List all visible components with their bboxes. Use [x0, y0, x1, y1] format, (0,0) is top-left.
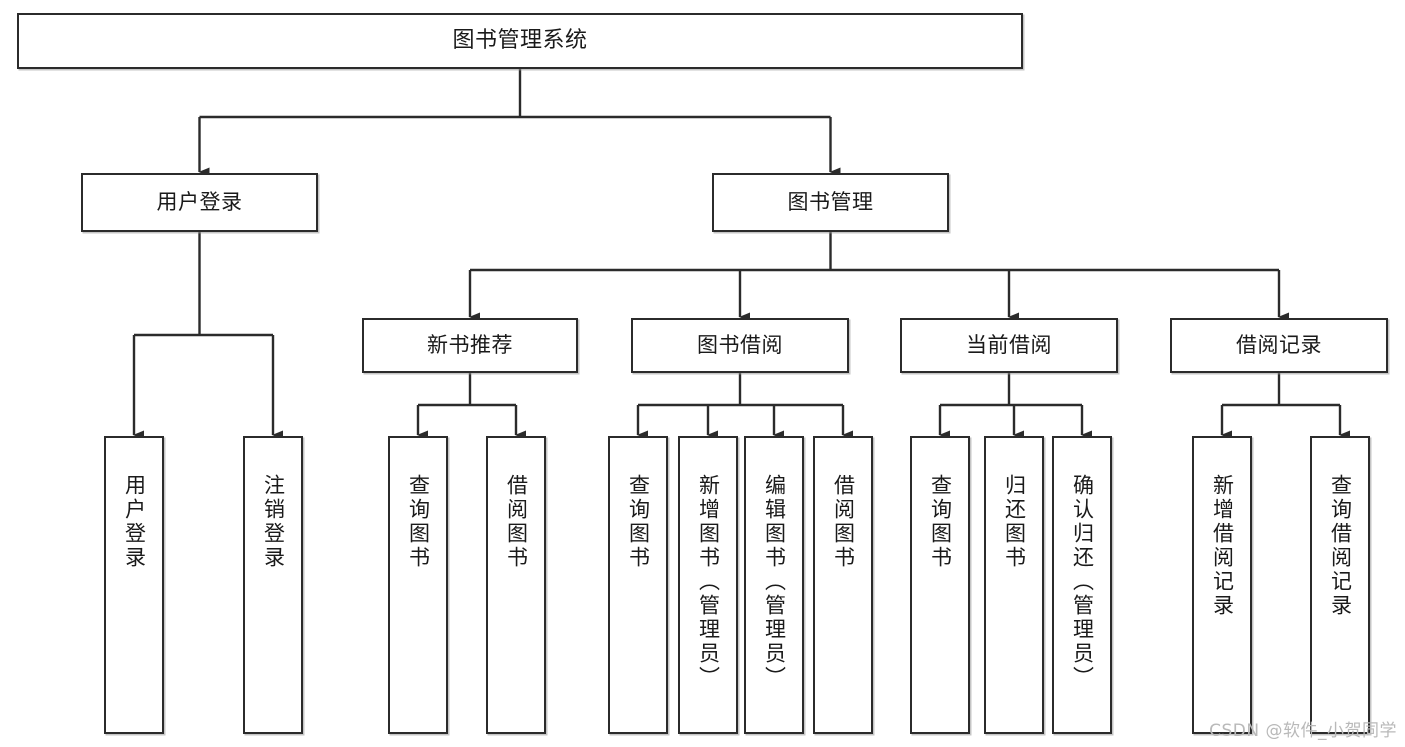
node-label-leaf-query-rec: 查询借阅记录 — [1328, 474, 1353, 618]
node-label-book-borrow: 图书借阅 — [697, 333, 783, 358]
node-leaf-query-2[interactable]: 查询图书 — [608, 436, 668, 734]
node-label-root: 图书管理系统 — [452, 28, 588, 54]
node-leaf-query-3[interactable]: 查询图书 — [910, 436, 970, 734]
node-label-leaf-query-3: 查询图书 — [928, 474, 953, 570]
node-leaf-return[interactable]: 归还图书 — [984, 436, 1044, 734]
node-leaf-borrow-2[interactable]: 借阅图书 — [813, 436, 873, 734]
node-label-leaf-confirm: 确认归还（管理员） — [1070, 474, 1095, 690]
node-leaf-add-book[interactable]: 新增图书（管理员） — [678, 436, 738, 734]
node-leaf-query-rec[interactable]: 查询借阅记录 — [1310, 436, 1370, 734]
node-label-user-login: 用户登录 — [156, 190, 243, 215]
node-label-leaf-query-1: 查询图书 — [406, 474, 431, 570]
node-label-leaf-logout: 注销登录 — [261, 474, 286, 570]
node-leaf-add-rec[interactable]: 新增借阅记录 — [1192, 436, 1252, 734]
node-label-borrow-record: 借阅记录 — [1236, 333, 1322, 358]
node-leaf-borrow-1[interactable]: 借阅图书 — [486, 436, 546, 734]
node-leaf-query-1[interactable]: 查询图书 — [388, 436, 448, 734]
node-label-leaf-borrow-2: 借阅图书 — [831, 474, 856, 570]
node-label-leaf-user-login: 用户登录 — [122, 474, 147, 570]
csdn-watermark: CSDN @软件_小贺同学 — [1209, 721, 1397, 741]
node-label-leaf-return: 归还图书 — [1002, 474, 1027, 570]
node-leaf-logout[interactable]: 注销登录 — [243, 436, 303, 734]
node-current-borrow[interactable]: 当前借阅 — [900, 318, 1118, 373]
node-label-leaf-query-2: 查询图书 — [626, 474, 651, 570]
node-user-login[interactable]: 用户登录 — [81, 173, 318, 232]
node-label-new-book-rec: 新书推荐 — [427, 333, 513, 358]
node-label-leaf-add-rec: 新增借阅记录 — [1210, 474, 1235, 618]
node-label-book-mgmt: 图书管理 — [787, 190, 874, 215]
node-label-leaf-borrow-1: 借阅图书 — [504, 474, 529, 570]
node-leaf-edit-book[interactable]: 编辑图书（管理员） — [744, 436, 804, 734]
node-leaf-user-login[interactable]: 用户登录 — [104, 436, 164, 734]
node-label-leaf-edit-book: 编辑图书（管理员） — [762, 474, 787, 690]
node-root[interactable]: 图书管理系统 — [17, 13, 1023, 69]
node-book-borrow[interactable]: 图书借阅 — [631, 318, 849, 373]
node-label-leaf-add-book: 新增图书（管理员） — [696, 474, 721, 690]
node-book-mgmt[interactable]: 图书管理 — [712, 173, 949, 232]
node-borrow-record[interactable]: 借阅记录 — [1170, 318, 1388, 373]
node-leaf-confirm[interactable]: 确认归还（管理员） — [1052, 436, 1112, 734]
node-new-book-rec[interactable]: 新书推荐 — [362, 318, 578, 373]
node-label-current-borrow: 当前借阅 — [966, 333, 1052, 358]
